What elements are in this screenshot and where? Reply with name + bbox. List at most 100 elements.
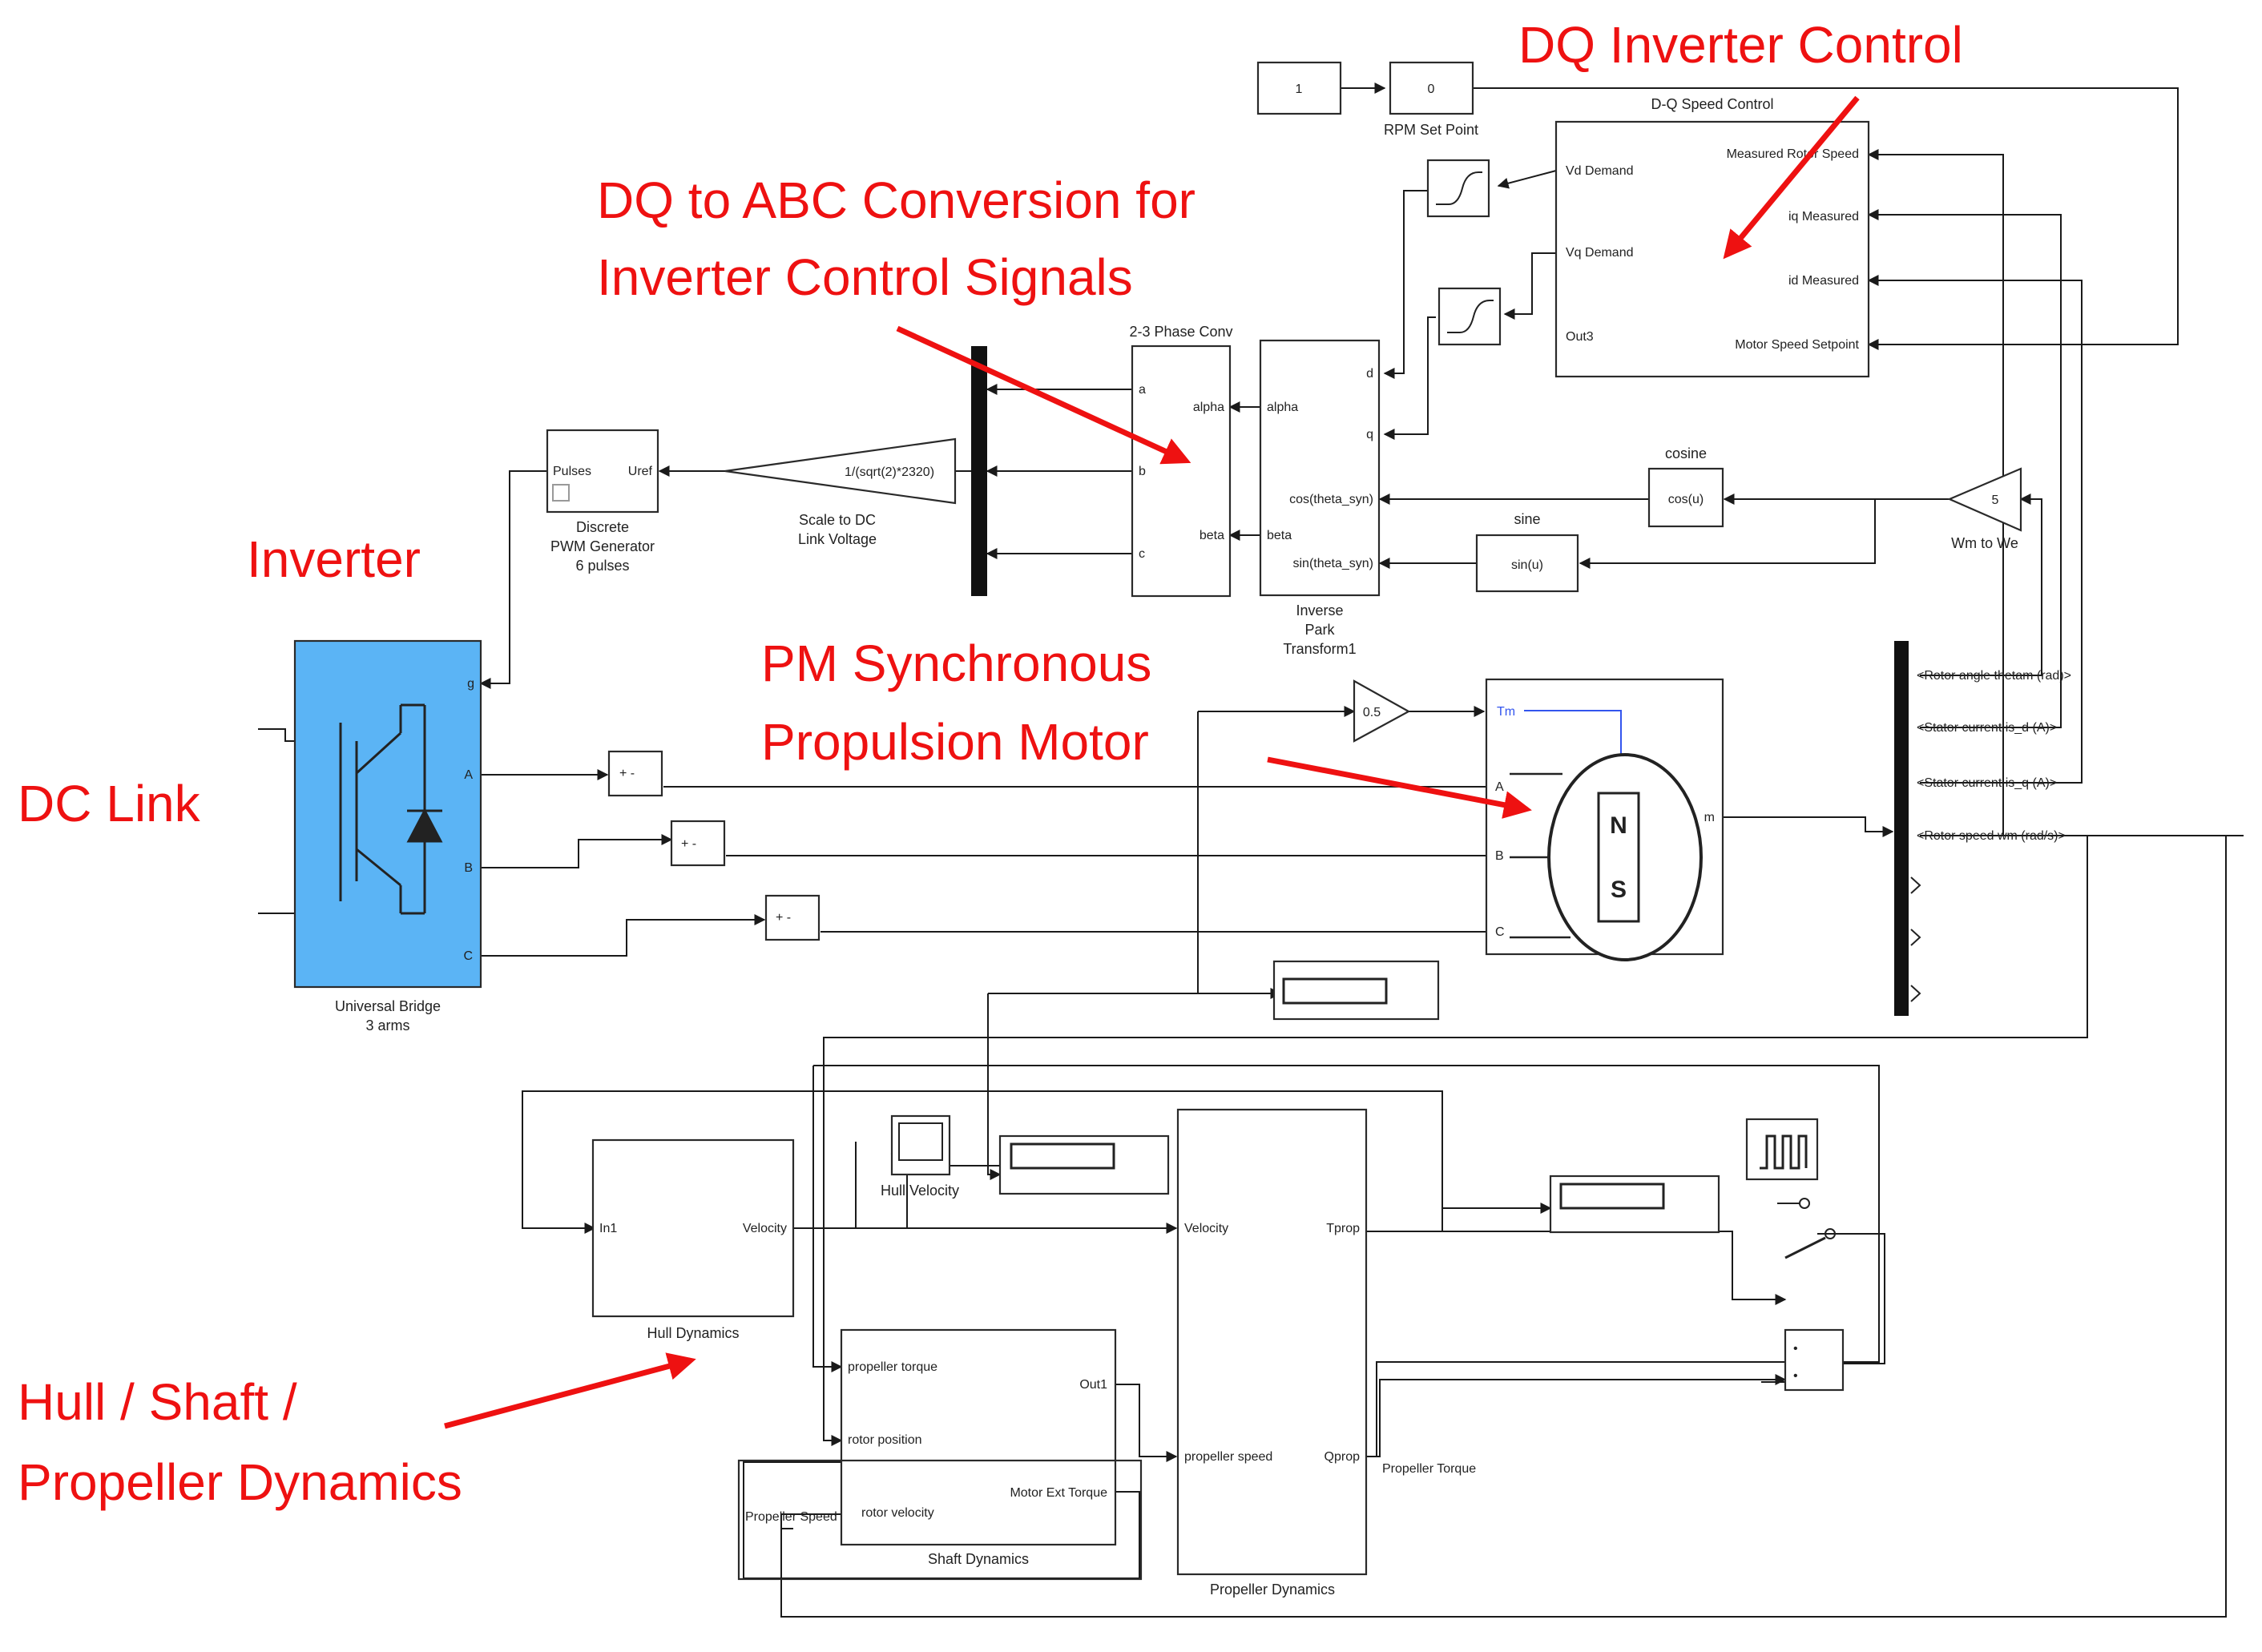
pwm-generator-block[interactable]: Pulses Uref Discrete PWM Generator 6 pul… [546,429,659,574]
annotation-hull-2: Propeller Dynamics [18,1453,462,1511]
annotation-dq-inverter-control: DQ Inverter Control [1518,16,1963,74]
bus-selector-block[interactable]: <Rotor angle thetam (rad)> <Stator curre… [1894,641,2071,1016]
svg-text:+ -: + - [776,911,791,925]
propeller-speed-port: propeller speed [1184,1450,1272,1464]
shaft-out1-port: Out1 [1079,1378,1107,1392]
display-propeller-torque[interactable] [1549,1175,1720,1234]
hull-dynamics-block[interactable]: In1 Velocity Hull Dynamics [591,1138,795,1341]
svg-text:+ -: + - [619,767,635,780]
manual-switch-icon[interactable] [1777,1198,1836,1259]
mux-bar[interactable] [971,346,987,596]
sine-block[interactable]: sine sin(u) [1475,511,1579,593]
hull-velocity-port: Velocity [743,1222,787,1235]
sine-title: sine [1514,511,1540,527]
propeller-dynamics-block[interactable]: Velocity Tprop propeller speed Qprop Pro… [1176,1108,1368,1598]
phase-conv-alpha-port: alpha [1193,401,1224,414]
constant-1-value: 1 [1296,83,1303,96]
dq-speed-control-block[interactable]: D-Q Speed Control Vd Demand Vq Demand Ou… [1554,96,1870,378]
motor-n-label: N [1610,812,1627,839]
cosine-title: cosine [1665,445,1707,461]
bridge-name-1: Universal Bridge [335,998,441,1014]
pwm-uref-port: Uref [628,465,653,478]
phase-conversion-block[interactable]: 2-3 Phase Conv a b c alpha beta [1129,324,1233,598]
rpm-setpoint-block[interactable]: 0 RPM Set Point [1384,61,1478,138]
bridge-a-port: A [464,768,473,782]
dq-speed-control-title: D-Q Speed Control [1651,96,1773,112]
vd-demand-port: Vd Demand [1566,164,1634,178]
annotation-hull-1: Hull / Shaft / [18,1373,297,1431]
propeller-dynamics-name: Propeller Dynamics [1210,1581,1335,1598]
svg-text:+ -: + - [681,837,696,851]
constant-block-1[interactable]: 1 [1256,61,1342,115]
pwm-name-3: 6 pulses [575,558,629,574]
hull-dynamics-name: Hull Dynamics [647,1325,739,1341]
annotation-pm-motor-1: PM Synchronous [761,635,1151,692]
shaft-dynamics-block[interactable]: propeller torque rotor position rotor ve… [840,1328,1117,1567]
igbt-diode-icon [339,703,443,915]
phase-conv-beta-port: beta [1200,529,1224,542]
scale-gain-name-1: Scale to DC [799,512,876,528]
motor-m-port: m [1704,811,1715,824]
pulse-generator-block[interactable] [1745,1118,1819,1181]
product-block[interactable]: • • [1784,1328,1845,1392]
current-measurement-a[interactable]: + - [607,750,663,797]
scale-gain-value: 1/(sqrt(2)*2320) [845,465,934,479]
scale-gain-block[interactable]: 1/(sqrt(2)*2320) Scale to DC Link Voltag… [724,437,957,547]
svg-text:•: • [1793,1342,1798,1356]
inverse-park-sin-port: sin(theta_syn) [1293,557,1374,570]
inverse-park-d-port: d [1366,367,1373,381]
propeller-qprop-port: Qprop [1325,1450,1361,1464]
pm-synchronous-motor-block[interactable]: Tm A B C m N S [1485,678,1724,961]
signal-wires [258,83,2244,1618]
saturation-block-1[interactable] [1426,159,1490,218]
bridge-g-port: g [467,677,474,691]
shaft-dynamics-name: Shaft Dynamics [928,1551,1029,1567]
propeller-speed-label: Propeller Speed [745,1510,837,1524]
hull-velocity-label: Hull Velocity [881,1183,959,1199]
id-measured-port: id Measured [1788,274,1859,288]
motor-b-port: B [1495,849,1504,863]
motor-c-port: C [1495,925,1505,939]
bridge-b-port: B [464,861,473,875]
annotation-dq-to-abc-2: Inverter Control Signals [597,248,1133,306]
inverse-park-alpha-port: alpha [1267,401,1298,414]
motor-icon: N S [1510,753,1703,961]
hull-velocity-scope[interactable]: Hull Velocity [881,1114,959,1199]
shaft-rotor-velocity-port: rotor velocity [861,1506,934,1520]
out3-port: Out3 [1566,330,1594,344]
propeller-speed-subsystem[interactable]: Propeller Speed [737,1459,1143,1581]
motor-s-label: S [1611,876,1627,903]
annotation-layer: DQ Inverter Control DQ to ABC Conversion… [18,16,1963,1511]
saturation-block-2[interactable] [1437,287,1502,346]
bus-out-stator-iq: <Stator current is_q (A)> [1917,776,2057,790]
display-motor-torque[interactable] [1272,960,1440,1021]
current-measurement-c[interactable]: + - [764,894,821,941]
universal-bridge-block[interactable]: g A B C Universal Bridge 3 arms [293,639,482,1034]
bus-out-stator-id: <Stator current is_d (A)> [1917,721,2057,735]
phase-conv-b-port: b [1139,465,1146,478]
shaft-rotor-position-port: rotor position [848,1433,922,1447]
pwm-name-1: Discrete [576,519,629,535]
phase-conv-c-port: c [1139,547,1145,561]
vq-demand-port: Vq Demand [1566,246,1634,260]
phase-conv-a-port: a [1139,383,1146,397]
inverse-park-beta-port: beta [1267,529,1292,542]
bridge-name-2: 3 arms [365,1017,409,1034]
bus-out-rotor-angle: <Rotor angle thetam (rad)> [1917,669,2071,683]
gain-05-block[interactable]: 0.5 [1353,679,1411,743]
svg-text:•: • [1793,1369,1798,1383]
rpm-setpoint-label: RPM Set Point [1384,122,1478,138]
measured-rotor-speed-port: Measured Rotor Speed [1727,147,1859,161]
current-measurement-b[interactable]: + - [670,820,726,867]
phase-conversion-title: 2-3 Phase Conv [1129,324,1232,340]
motor-tm-port: Tm [1497,705,1515,719]
inverse-park-block[interactable]: alpha beta d q cos(theta_syn) sin(theta_… [1259,339,1381,657]
annotation-dc-link: DC Link [18,775,201,832]
wm-to-we-gain-block[interactable]: 5 Wm to We [1947,467,2022,551]
display-velocity[interactable] [998,1134,1170,1195]
scale-gain-name-2: Link Voltage [798,531,877,547]
cosine-block[interactable]: cosine cos(u) [1647,445,1724,528]
inverse-park-name-3: Transform1 [1283,641,1356,657]
pwm-pulses-port: Pulses [553,465,591,478]
